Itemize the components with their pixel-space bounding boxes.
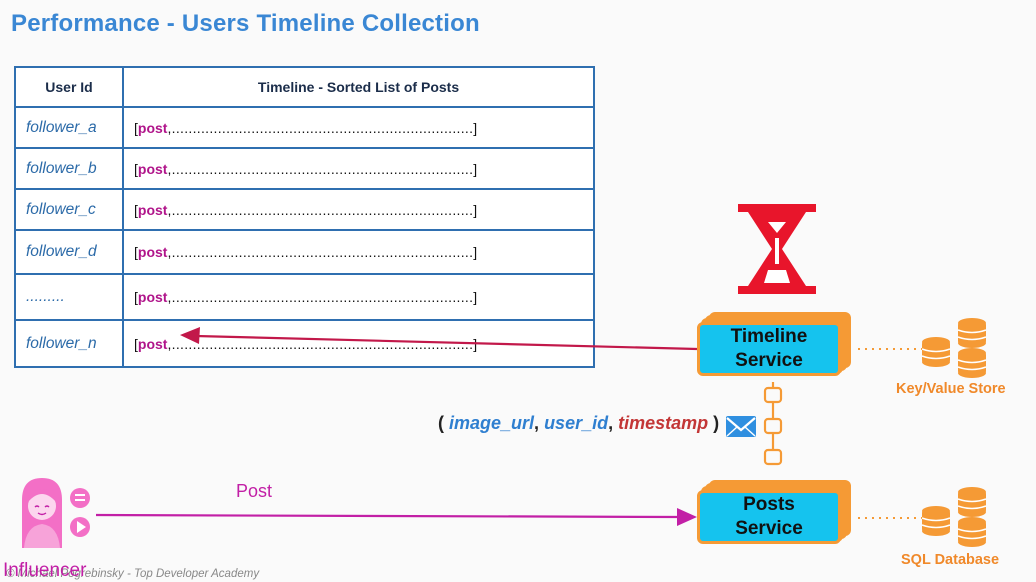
database-icon — [921, 487, 987, 547]
posts-service-line1: Posts — [743, 494, 795, 515]
bracket-open: [ — [134, 289, 138, 305]
table-row: ......... [post,........................… — [14, 273, 595, 321]
row-user-id: ......... — [14, 273, 124, 321]
payload-sep: , — [534, 413, 545, 433]
bracket-open: [ — [134, 119, 138, 136]
timeline-table: User Id Timeline - Sorted List of Posts … — [14, 66, 595, 368]
row-user-id: follower_b — [14, 147, 124, 190]
row-timeline: [post,..................................… — [122, 106, 595, 149]
posts-service-line2: Service — [735, 518, 803, 539]
posts-service-box: Posts Service — [697, 490, 841, 544]
payload-timestamp: timestamp — [618, 413, 709, 433]
message-payload: ( image_url, user_id, timestamp ) — [438, 413, 719, 434]
payload-close: ) — [708, 413, 720, 433]
payload-sep: , — [608, 413, 619, 433]
post-arrow — [95, 508, 697, 526]
posts-service[interactable]: Posts Service — [697, 480, 851, 546]
sql-database-label: SQL Database — [901, 552, 1000, 568]
table-header-row: User Id Timeline - Sorted List of Posts — [14, 66, 595, 108]
table-row: follower_d [post,.......................… — [14, 229, 595, 275]
list-ellipsis: ,.......................................… — [167, 335, 478, 352]
hourglass-icon — [738, 204, 816, 294]
influencer-icon — [22, 478, 90, 548]
post-word: post — [137, 119, 168, 136]
table-row: follower_b [post,.......................… — [14, 147, 595, 190]
timeline-service-box: Timeline Service — [697, 322, 841, 376]
row-timeline: [post,..................................… — [122, 273, 595, 321]
row-timeline: [post,..................................… — [122, 229, 595, 275]
timeline-service[interactable]: Timeline Service — [697, 312, 851, 378]
envelope-icon — [726, 416, 756, 437]
list-ellipsis: ,.......................................… — [167, 160, 478, 177]
header-user-id: User Id — [14, 66, 124, 108]
post-word: post — [137, 335, 168, 352]
timeline-write-arrow — [180, 327, 698, 351]
payload-open: ( — [438, 413, 449, 433]
bracket-open: [ — [134, 335, 138, 352]
post-word: post — [137, 289, 168, 305]
list-ellipsis: ,.......................................… — [167, 244, 478, 260]
payload-image-url: image_url — [449, 413, 535, 433]
copyright-text: © Michael Pogrebinsky - Top Developer Ac… — [6, 568, 260, 580]
table-row: follower_a [post,.......................… — [14, 106, 595, 149]
bracket-open: [ — [134, 244, 138, 260]
list-ellipsis: ,.......................................… — [167, 119, 478, 136]
row-user-id: follower_d — [14, 229, 124, 275]
bracket-open: [ — [134, 160, 138, 177]
table-row: follower_c [post,.......................… — [14, 188, 595, 231]
row-timeline: [post,..................................… — [122, 147, 595, 190]
row-user-id: follower_c — [14, 188, 124, 231]
post-word: post — [137, 201, 168, 218]
post-arrow-label: Post — [236, 481, 273, 501]
page-title: Performance - Users Timeline Collection — [11, 10, 480, 37]
post-word: post — [137, 244, 168, 260]
kv-store-label: Key/Value Store — [896, 381, 1006, 397]
row-timeline: [post,..................................… — [122, 188, 595, 231]
influencer-label: Influencer — [3, 560, 87, 581]
bracket-open: [ — [134, 201, 138, 218]
timeline-service-line1: Timeline — [730, 326, 808, 347]
payload-user-id: user_id — [544, 413, 609, 433]
row-user-id: follower_a — [14, 106, 124, 149]
list-ellipsis: ,.......................................… — [167, 201, 478, 218]
row-user-id: follower_n — [14, 319, 124, 368]
post-word: post — [137, 160, 168, 177]
list-ellipsis: ,.......................................… — [167, 289, 478, 305]
timeline-service-line2: Service — [735, 350, 803, 371]
database-icon — [921, 318, 987, 378]
queue-connector — [763, 382, 783, 466]
header-timeline: Timeline - Sorted List of Posts — [122, 66, 595, 108]
